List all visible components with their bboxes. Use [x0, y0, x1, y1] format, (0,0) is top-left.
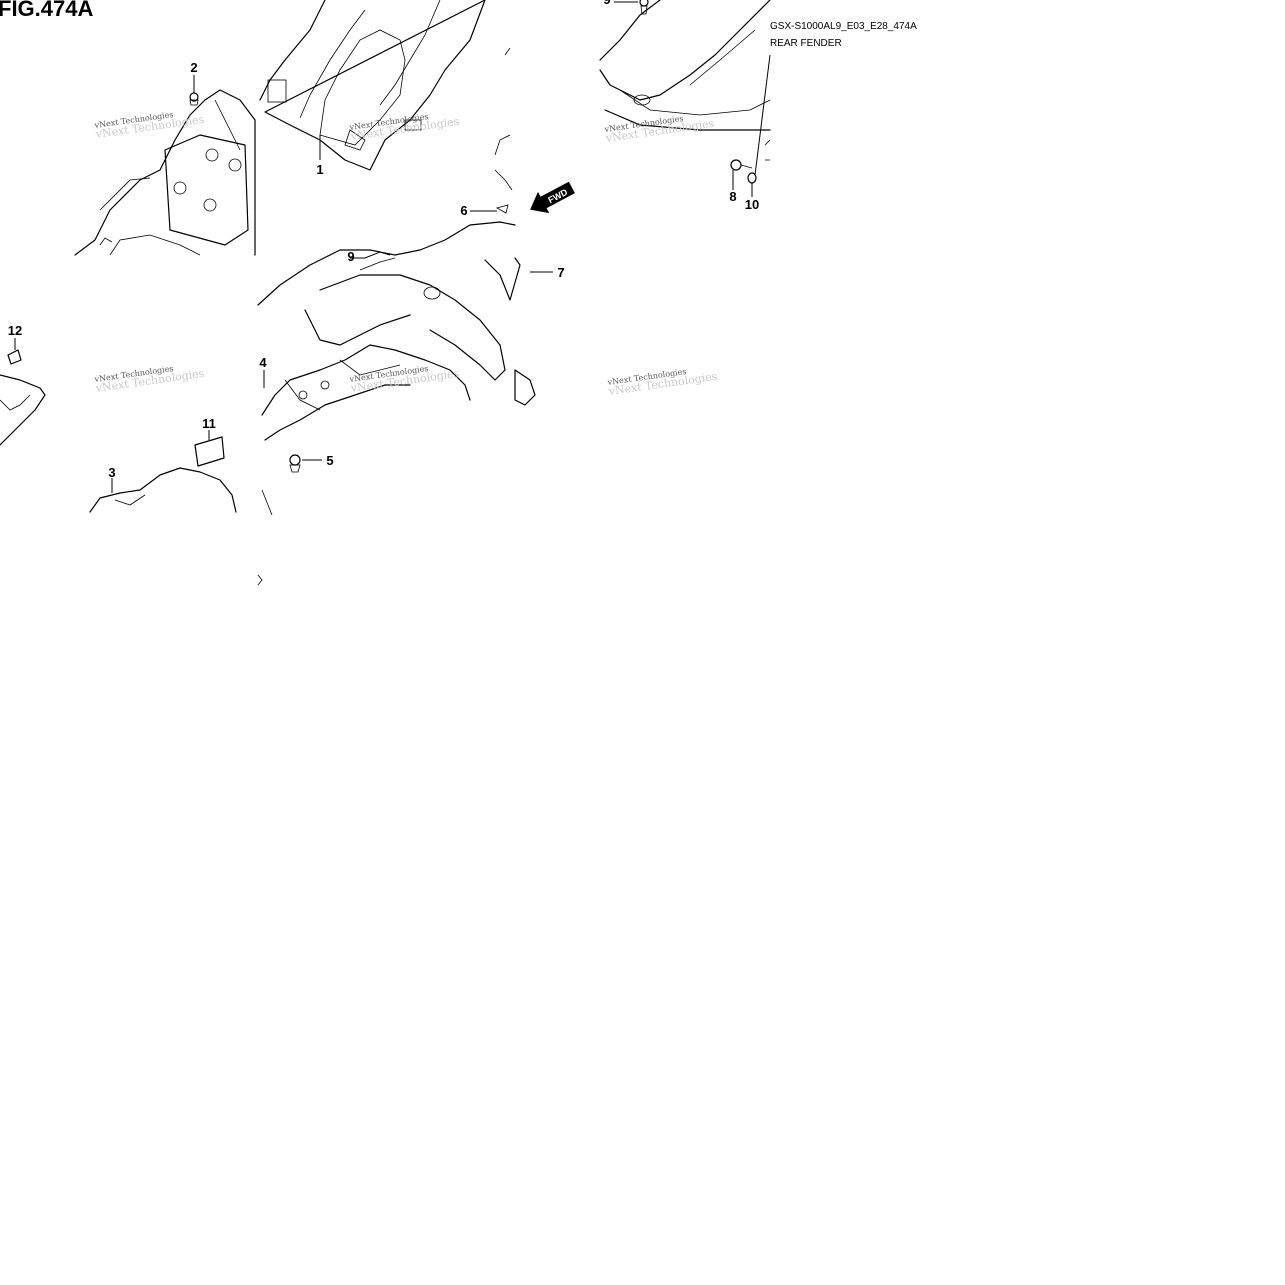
callout-9-top: 9 [603, 0, 610, 7]
reflector-part-12 [0, 338, 46, 446]
watermark-2: vNext Technologies vNext Technologies [348, 112, 460, 143]
callout-1: 1 [316, 162, 323, 177]
bolt-part-8 [730, 159, 753, 190]
watermark-6: vNext Technologies vNext Technologies [606, 367, 718, 398]
figure-name: REAR FENDER [770, 38, 842, 49]
callout-11: 11 [202, 416, 216, 431]
callout-3: 3 [108, 465, 115, 480]
bolt-part-9-mid [350, 251, 391, 259]
clip-part-5 [289, 454, 322, 473]
callout-6: 6 [460, 203, 467, 218]
clip-part-2 [189, 75, 199, 106]
reflector-part-11 [194, 430, 225, 467]
callout-10: 10 [745, 197, 759, 212]
washer-part-10 [747, 54, 771, 197]
callout-2: 2 [190, 60, 197, 75]
callout-5: 5 [326, 453, 333, 468]
watermark-5: vNext Technologies vNext Technologies [348, 364, 460, 395]
watermark-1: vNext Technologies vNext Technologies [93, 110, 205, 141]
screw-part-6 [470, 204, 509, 214]
callout-9-mid: 9 [347, 249, 354, 264]
rear-fender-lower [257, 134, 536, 586]
figure-code: GSX-S1000AL9_E03_E28_474A [770, 21, 917, 32]
rear-fender-inner-left [74, 89, 256, 256]
callout-8: 8 [729, 189, 736, 204]
fwd-arrow: FWD [530, 181, 575, 214]
rear-fender [259, 0, 511, 171]
tail-cover-right [599, 0, 771, 161]
callout-4: 4 [259, 355, 267, 370]
figure-title: FIG.474A [0, 0, 94, 21]
cover-part-3 [89, 467, 237, 513]
bolt-part-9-top [614, 0, 649, 15]
callout-7: 7 [557, 265, 564, 280]
watermark-4: vNext Technologies vNext Technologies [93, 364, 205, 395]
callout-12: 12 [8, 323, 22, 338]
